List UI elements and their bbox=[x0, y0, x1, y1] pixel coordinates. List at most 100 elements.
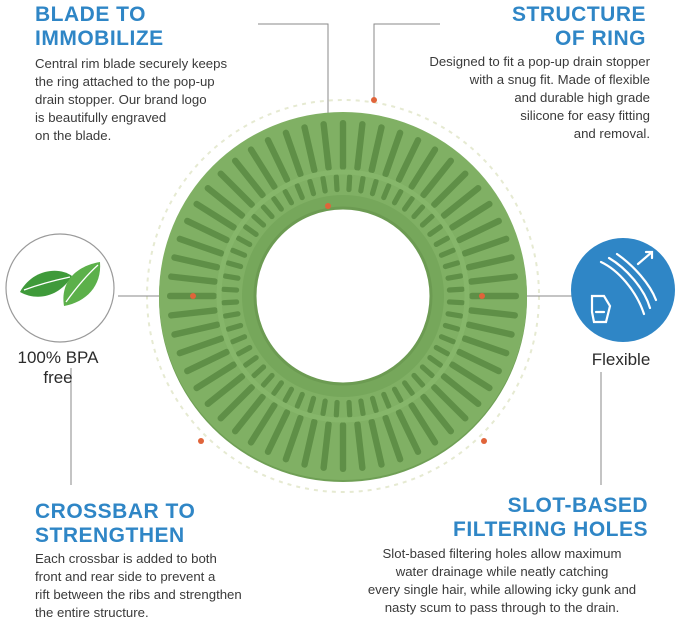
inner-slot bbox=[438, 334, 456, 345]
inner-slot bbox=[242, 224, 259, 237]
flexible-hand-icon bbox=[590, 250, 658, 324]
outer-slot bbox=[193, 361, 237, 392]
outer-slot bbox=[456, 217, 502, 244]
inner-slot bbox=[442, 322, 461, 332]
outer-slot bbox=[247, 146, 278, 190]
outer-slot bbox=[184, 217, 230, 244]
outer-slot bbox=[469, 292, 519, 300]
outer-slot bbox=[320, 121, 332, 171]
outer-slot bbox=[217, 170, 255, 208]
outer-slot bbox=[440, 373, 482, 408]
inner-slot bbox=[358, 175, 366, 194]
inner-slot bbox=[445, 311, 464, 319]
outer-slot bbox=[408, 402, 439, 446]
inner-slot bbox=[402, 195, 415, 212]
leaves-icon bbox=[20, 262, 101, 306]
blade-description: Central rim blade securely keeps the rin… bbox=[35, 56, 228, 143]
outer-slot bbox=[408, 146, 439, 190]
crossbar-ring bbox=[216, 169, 470, 423]
outer-slot bbox=[217, 384, 255, 422]
outer-slot bbox=[456, 348, 502, 375]
inner-slot bbox=[411, 372, 426, 388]
inner-slot bbox=[260, 372, 275, 388]
structure-title: STRUCTURE OF RING bbox=[512, 3, 646, 50]
outer-slot bbox=[264, 409, 291, 455]
crossbar-title: CROSSBAR TO STRENGTHEN bbox=[35, 500, 196, 547]
inner-slot bbox=[235, 235, 253, 248]
blade-title: BLADE TO IMMOBILIZE bbox=[35, 3, 164, 50]
inner-slot bbox=[251, 213, 267, 228]
inner-slot bbox=[358, 398, 366, 417]
outer-slot bbox=[204, 373, 246, 408]
inner-slot bbox=[445, 273, 464, 281]
inner-slot bbox=[381, 183, 392, 201]
outer-slot bbox=[320, 421, 332, 471]
bpa-free-label: 100% BPA free bbox=[17, 348, 99, 387]
outer-slot bbox=[301, 124, 318, 174]
outer-slot bbox=[193, 200, 237, 231]
outer-slot bbox=[465, 254, 515, 271]
inner-slot bbox=[282, 188, 295, 206]
outer-slot bbox=[231, 393, 266, 435]
outer-slot bbox=[461, 235, 510, 257]
inner-slot bbox=[225, 260, 244, 270]
inner-slot bbox=[221, 286, 240, 293]
structure-description: Designed to fit a pop-up drain stopper w… bbox=[429, 54, 650, 141]
outer-slot bbox=[264, 137, 291, 183]
outer-slot bbox=[354, 421, 366, 471]
inner-slot bbox=[271, 195, 284, 212]
outer-slot bbox=[231, 157, 266, 199]
outer-slot bbox=[339, 120, 347, 170]
outer-slot bbox=[461, 335, 510, 357]
marker-dots bbox=[190, 97, 487, 444]
outer-slot bbox=[247, 402, 278, 446]
outer-slot bbox=[431, 384, 469, 422]
inner-slot bbox=[251, 364, 267, 379]
inner-slot bbox=[391, 386, 404, 404]
outer-slot bbox=[449, 200, 493, 231]
inner-slot bbox=[222, 311, 241, 319]
drain-ring bbox=[159, 112, 527, 482]
outer-slot bbox=[449, 361, 493, 392]
inner-slot bbox=[294, 391, 305, 409]
inner-slot bbox=[346, 399, 353, 418]
outer-slot bbox=[368, 418, 385, 468]
slot-description: Slot-based filtering holes allow maximum… bbox=[367, 546, 637, 615]
outer-slot bbox=[282, 129, 304, 178]
inner-slot bbox=[294, 183, 305, 201]
outer-slot bbox=[395, 409, 422, 455]
outer-slot bbox=[176, 235, 225, 257]
inner-slot bbox=[411, 204, 426, 220]
inner-slot bbox=[221, 299, 240, 306]
inner-slot bbox=[381, 391, 392, 409]
outer-slot bbox=[382, 414, 404, 463]
outer-slot bbox=[468, 307, 518, 319]
slot-title: SLOT-BASED FILTERING HOLES bbox=[453, 494, 648, 541]
inner-slot bbox=[433, 344, 451, 357]
outer-slot bbox=[168, 307, 218, 319]
inner-slot bbox=[433, 235, 451, 248]
outer-slot bbox=[301, 418, 318, 468]
flexible-label: Flexible bbox=[591, 350, 651, 369]
outer-slot bbox=[440, 184, 482, 219]
inner-slot bbox=[427, 355, 444, 368]
outer-slot bbox=[382, 129, 404, 178]
inner-slot bbox=[333, 399, 340, 418]
outer-slot bbox=[468, 273, 518, 285]
inner-slot bbox=[307, 178, 317, 197]
inner-slot bbox=[230, 247, 248, 258]
outer-slot bbox=[420, 393, 455, 435]
inner-slot bbox=[427, 224, 444, 237]
outer-slot bbox=[184, 348, 230, 375]
inner-slot bbox=[446, 299, 465, 306]
inner-slot bbox=[320, 175, 328, 194]
outer-slot bbox=[176, 335, 225, 357]
outer-slot bbox=[339, 422, 347, 472]
inner-slot bbox=[419, 364, 435, 379]
inner-slot bbox=[235, 344, 253, 357]
inner-slot bbox=[307, 395, 317, 414]
inner-slot bbox=[346, 174, 353, 193]
inner-slot bbox=[446, 286, 465, 293]
outer-slot bbox=[465, 321, 515, 338]
